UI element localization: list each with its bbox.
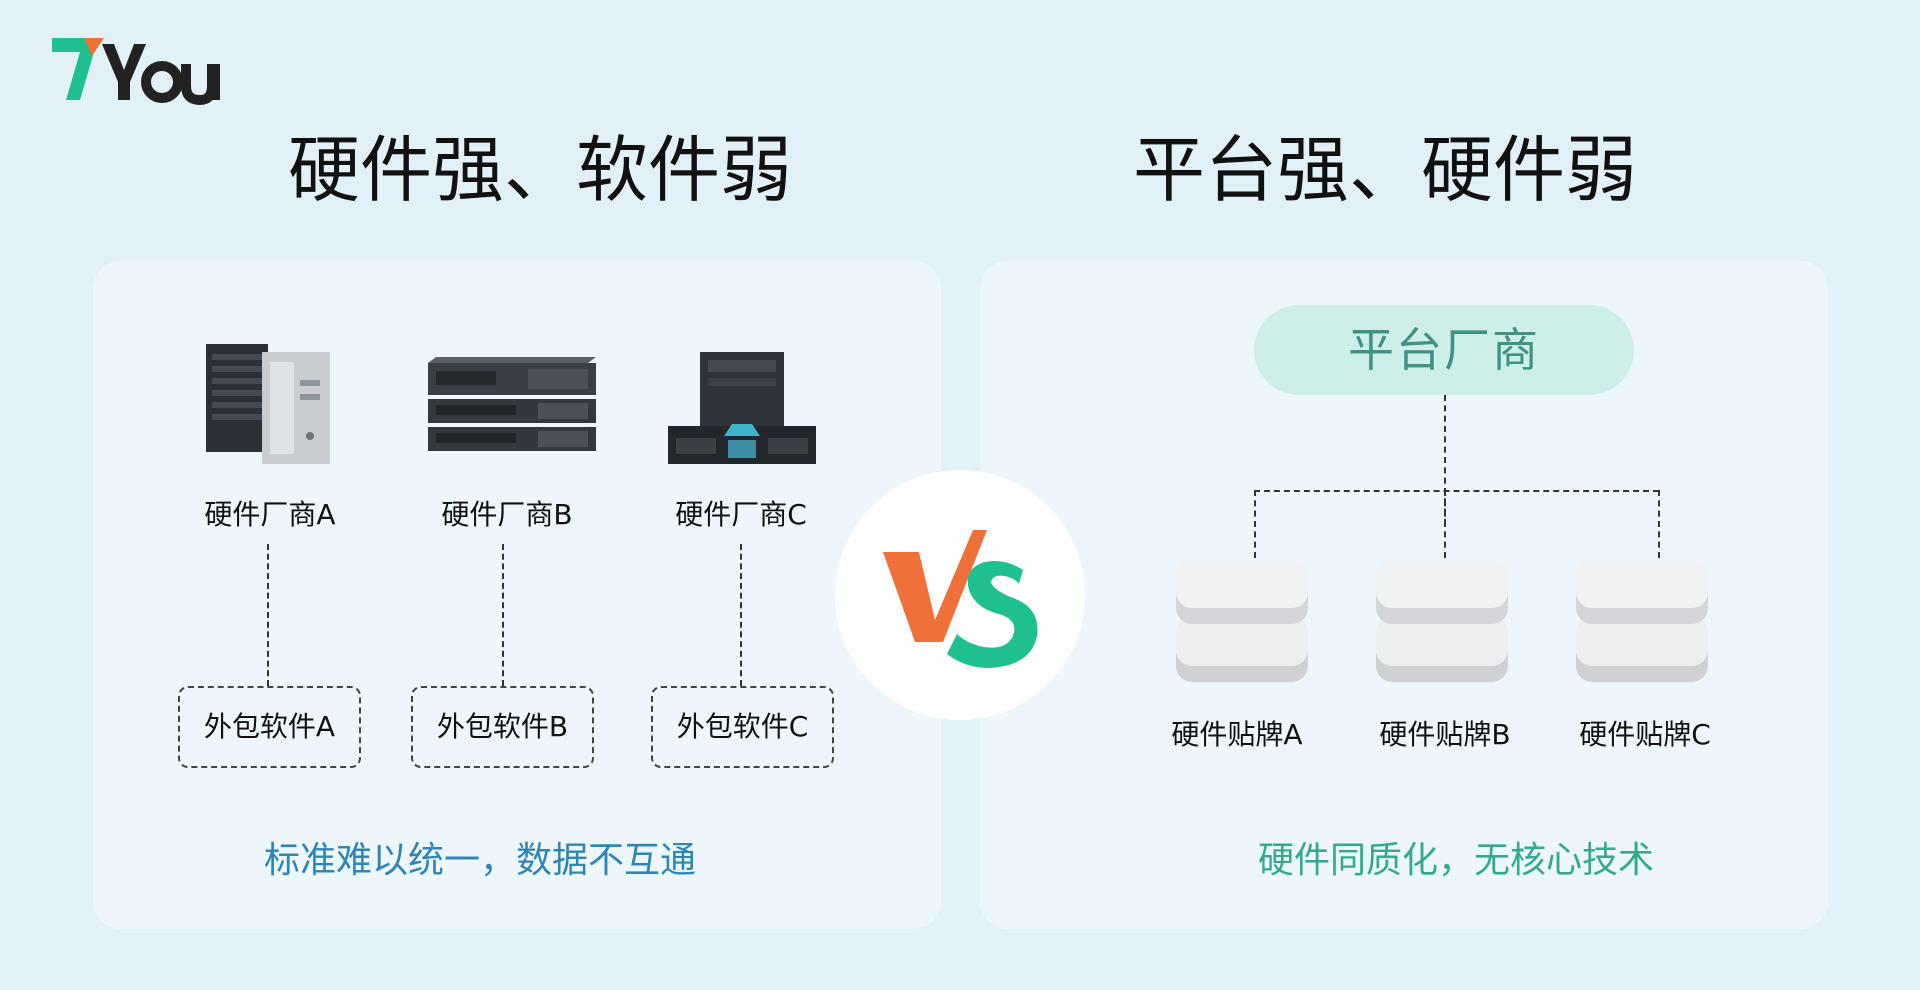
workstation-icon <box>668 350 816 465</box>
device-icon-b <box>1374 558 1510 688</box>
brand-logo <box>50 30 230 110</box>
brand-label-c: 硬件贴牌C <box>1579 718 1711 751</box>
vs-badge <box>835 470 1085 720</box>
right-caption: 硬件同质化，无核心技术 <box>1257 840 1654 881</box>
tree-branch-a <box>1254 490 1256 558</box>
connector-line-c <box>740 544 742 686</box>
connector-line-a <box>267 544 269 686</box>
vendor-label-b: 硬件厂商B <box>441 498 573 531</box>
left-heading: 硬件强、软件弱 <box>287 128 792 212</box>
software-box-a: 外包软件A <box>178 686 361 768</box>
vs-icon <box>883 530 1038 668</box>
vendor-label-c: 硬件厂商C <box>675 498 807 531</box>
tree-trunk-line <box>1444 395 1446 525</box>
software-box-c: 外包软件C <box>651 686 834 768</box>
connector-line-b <box>502 544 504 686</box>
device-icon-c <box>1574 558 1710 688</box>
tree-branch-c <box>1658 490 1660 558</box>
software-box-b: 外包软件B <box>411 686 594 768</box>
platform-vendor-pill: 平台厂商 <box>1254 305 1634 395</box>
brand-label-b: 硬件贴牌B <box>1379 718 1511 751</box>
left-caption: 标准难以统一，数据不互通 <box>263 840 696 881</box>
rack-server-icon <box>428 357 596 452</box>
brand-label-a: 硬件贴牌A <box>1171 718 1303 751</box>
vendor-label-a: 硬件厂商A <box>204 498 336 531</box>
right-heading: 平台强、硬件弱 <box>1132 128 1637 212</box>
device-icon-a <box>1174 558 1310 688</box>
tree-branch-b <box>1444 490 1446 558</box>
server-tower-icon <box>200 340 340 470</box>
tree-horizontal-line <box>1254 490 1659 492</box>
